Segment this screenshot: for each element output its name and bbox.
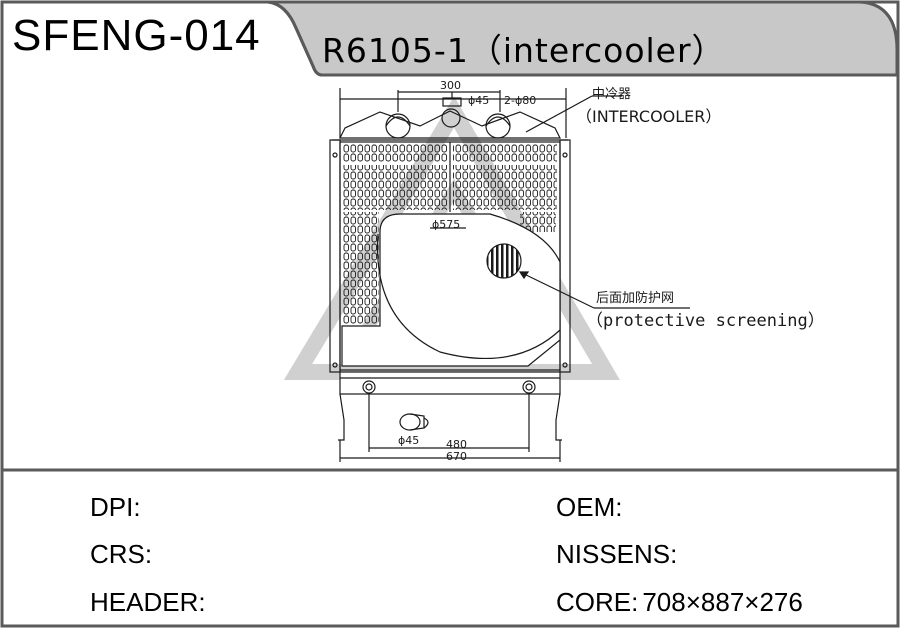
spec-crs: CRS: — [90, 541, 156, 567]
radiator-drawing: 300 ϕ45 2-ϕ80 ϕ575 ϕ45 480 670 中冷器 （INTE… — [283, 79, 825, 463]
spec-core: CORE:708×887×276 — [556, 589, 803, 615]
callout-screen-cn: 后面加防护网 — [596, 290, 674, 306]
dim-cap-dia: ϕ45 — [468, 94, 489, 107]
spec-crs-label: CRS: — [90, 539, 153, 569]
spec-header-label: HEADER: — [90, 587, 206, 617]
dim-top-width: 300 — [440, 79, 461, 92]
spec-nissens: NISSENS: — [556, 541, 681, 567]
dim-overall-width: 670 — [446, 450, 467, 463]
callout-screen-en: （protective screening） — [586, 311, 825, 331]
part-code: SFENG-014 — [12, 11, 261, 60]
dim-fan-dia: ϕ575 — [432, 218, 460, 231]
spec-dpi: DPI: — [90, 494, 145, 520]
spec-header: HEADER: — [90, 589, 210, 615]
spec-nissens-label: NISSENS: — [556, 539, 678, 569]
spec-dpi-label: DPI: — [90, 492, 141, 522]
spec-oem-label: OEM: — [556, 492, 623, 522]
dim-bottom-dia: ϕ45 — [398, 434, 419, 447]
model-title: R6105-1（intercooler） — [322, 31, 726, 70]
spec-oem: OEM: — [556, 494, 626, 520]
dim-ports: 2-ϕ80 — [504, 94, 536, 107]
spec-core-value: 708×887×276 — [642, 587, 803, 617]
spec-core-label: CORE: — [556, 587, 639, 617]
callout-intercooler-en: （INTERCOOLER） — [576, 107, 721, 126]
callout-intercooler-cn: 中冷器 — [592, 87, 631, 102]
dim-mount-width: 480 — [446, 438, 467, 451]
